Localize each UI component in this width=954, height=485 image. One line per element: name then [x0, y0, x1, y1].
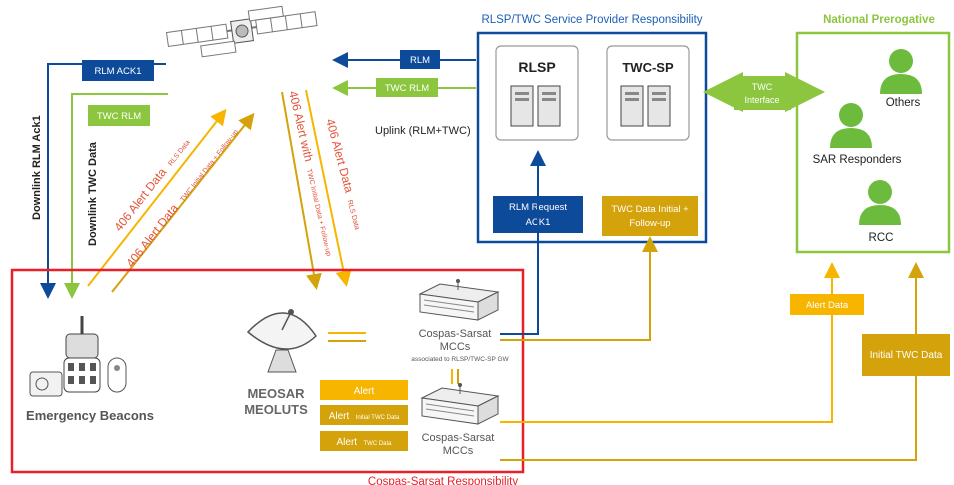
- downlink-twc-diag-arrow: [281, 91, 322, 290]
- downlink-twc-diag-label: 406 Alert with TWC Initial Data + Follow…: [285, 89, 340, 257]
- sar-responders-label: SAR Responders: [813, 154, 902, 166]
- rlsp-twc-provider-box: [476, 31, 708, 244]
- twc-interface-tag: [734, 76, 791, 110]
- mcc-to-national-twc-arrow: [500, 262, 924, 461]
- alert-initial-twc-label: Alert Initial TWC Data: [329, 406, 400, 423]
- mcc-top-note: associated to RLSP/TWC-SP GW: [411, 356, 509, 363]
- person-icon-rcc: [859, 180, 901, 225]
- twc-data-line1: TWC Data Initial +: [611, 204, 689, 215]
- uplink-rls-label: 406 Alert Data RLS Data: [110, 134, 194, 234]
- downlink-rlm-label: Downlink RLM Ack1: [31, 115, 43, 220]
- emergency-beacon-icons: [29, 316, 127, 397]
- mcc-server-icon-top: [418, 279, 500, 321]
- downlink-twc-arrow: [64, 93, 168, 299]
- rlsp-server: RLSP: [495, 45, 579, 141]
- person-icon-others: [880, 49, 922, 94]
- rlsp-responsibility-title: RLSP/TWC Service Provider Responsibility: [481, 14, 702, 26]
- rlm-tag: [400, 50, 440, 69]
- twc-sp-label: TWC-SP: [622, 60, 674, 75]
- twc-data-tag: [602, 196, 698, 236]
- meoluts-label: MEOLUTS: [244, 402, 308, 417]
- national-prerogative-title: National Prerogative: [823, 14, 935, 26]
- twc-data-line2: Follow-up: [629, 218, 670, 229]
- mcc-to-national-alert-arrow: [500, 262, 840, 423]
- emergency-beacons-label: Emergency Beacons: [26, 408, 154, 423]
- server-icon: [510, 85, 561, 127]
- cospas-sarsat-title: Cospas-Sarsat Responsibility: [368, 476, 518, 485]
- twc-interface-line1: TWC: [752, 82, 773, 92]
- others-label: Others: [886, 97, 921, 109]
- alert-data-label: Alert Data: [806, 300, 849, 311]
- alert-initial-twc-box: [320, 405, 408, 425]
- uplink-rls-arrow: [87, 108, 227, 287]
- twc-rlm-left-tag: [88, 105, 150, 126]
- meosar-label: MEOSAR: [247, 386, 305, 401]
- alert-twc-label: Alert TWC Data: [336, 432, 392, 449]
- downlink-rls-diag-arrow: [305, 89, 352, 287]
- downlink-twc-label: Downlink TWC Data: [87, 141, 99, 246]
- rlm-ack1-tag: [82, 60, 154, 81]
- twc-sp-server: TWC-SP: [606, 45, 690, 141]
- mcc-top-label2: MCCs: [440, 341, 471, 353]
- rlsp-label: RLSP: [518, 59, 555, 75]
- person-icon-sar-responders: [830, 103, 872, 148]
- downlink-rls-diag-label: 406 Alert Data RLS Data: [322, 117, 368, 231]
- mcc-to-twc-sp-arrow: [500, 236, 658, 341]
- meolut-dish-icon: [246, 309, 317, 373]
- alert-box: [320, 380, 408, 400]
- mcc-top-label1: Cospas-Sarsat: [419, 328, 492, 340]
- mcc-to-rlsp-arrow: [500, 150, 546, 335]
- initial-twc-data-tag: [862, 334, 950, 376]
- twc-rlm-left-label: TWC RLM: [97, 111, 141, 122]
- mcc-server-icon-bottom: [420, 383, 500, 425]
- mcc-bottom-label1: Cospas-Sarsat: [422, 432, 495, 444]
- rlm-tag-label: RLM: [410, 55, 430, 66]
- rlm-ack1-label: RLM ACK1: [95, 66, 142, 77]
- twc-interface-line2: Interface: [744, 95, 779, 105]
- alert-data-tag: [790, 294, 864, 315]
- initial-twc-data-label: Initial TWC Data: [870, 350, 943, 361]
- alert-box-label: Alert: [354, 386, 375, 397]
- alert-twc-box: [320, 431, 408, 451]
- national-prerogative-box: [795, 31, 951, 254]
- twc-rlm-tag-label: TWC RLM: [385, 83, 429, 94]
- satellite-icon: [165, 5, 318, 58]
- twc-rlm-tag: [376, 78, 438, 97]
- server-icon: [620, 85, 671, 127]
- rcc-label: RCC: [869, 232, 894, 244]
- uplink-label: Uplink (RLM+TWC): [375, 125, 471, 137]
- cospas-sarsat-box: [10, 268, 525, 474]
- uplink-twc-arrow: [111, 112, 255, 293]
- mcc-bottom-label2: MCCs: [443, 445, 474, 457]
